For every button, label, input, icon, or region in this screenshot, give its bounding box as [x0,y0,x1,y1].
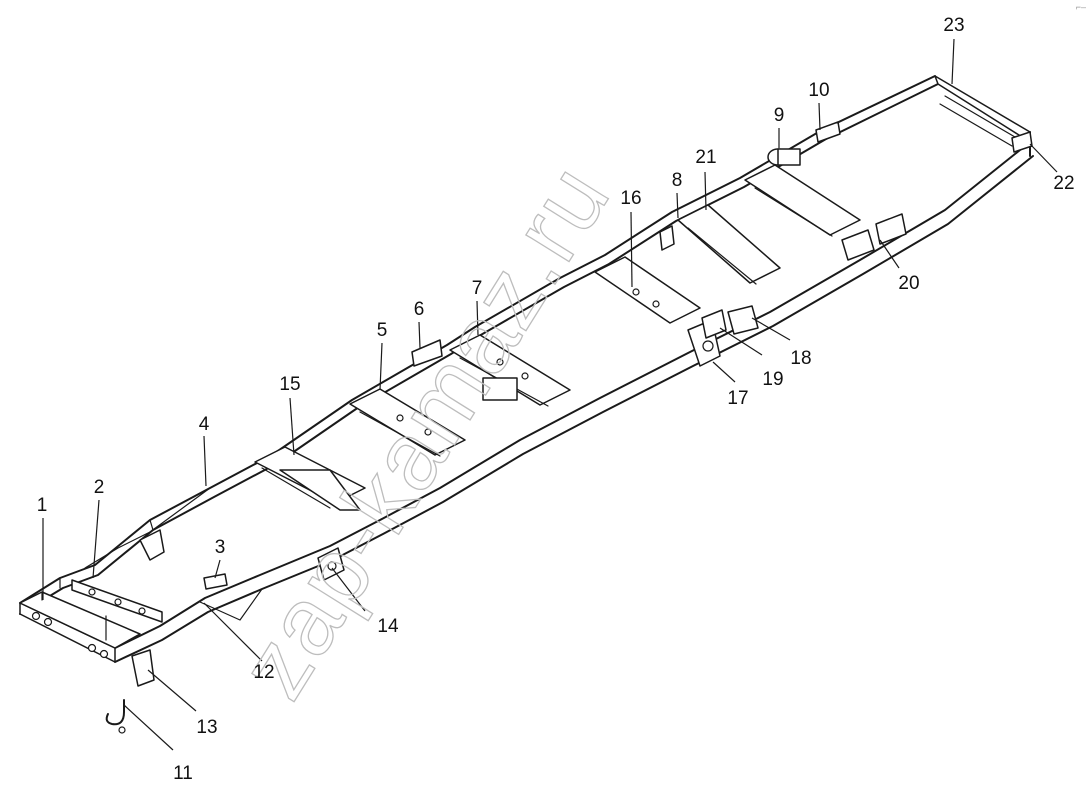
callout-4: 4 [199,414,210,435]
bracket-4 [139,529,165,561]
callout-15: 15 [279,374,300,395]
corner-mark: ⌐– [1075,2,1086,12]
callout-6: 6 [414,299,425,320]
callout-21: 21 [695,147,716,168]
front-cross-member [19,591,141,663]
cross-member-2 [71,579,163,623]
callout-14: 14 [377,616,399,637]
cylinder-9 [767,148,801,166]
callouts: 1 2 3 4 5 6 7 8 9 10 11 12 13 14 15 16 1… [37,15,1075,784]
cross-member-7 [449,334,571,407]
bracket-10 [815,121,841,143]
bracket-3 [203,573,228,590]
callout-1: 1 [37,495,48,516]
bracket-6 [411,339,443,367]
callout-17: 17 [727,388,748,409]
chassis-frame [19,75,1034,663]
tow-hook-11 [105,615,126,734]
callout-16: 16 [620,188,641,209]
cross-member-16 [594,256,701,324]
callout-2: 2 [94,477,105,498]
callout-8: 8 [672,170,683,191]
callout-5: 5 [377,320,388,341]
rear-end-cross-member [934,75,1031,147]
callout-20: 20 [898,273,919,294]
callout-18: 18 [790,348,811,369]
cross-member-21 [677,204,781,285]
watermark: zap-kamaz.ru [219,146,631,716]
bracket-18 [727,305,759,335]
callout-19: 19 [762,369,783,390]
bracket-8 [659,225,675,251]
left-side-member [19,75,939,615]
callout-3: 3 [215,537,226,558]
callout-11: 11 [173,763,193,784]
callout-10: 10 [808,80,829,101]
cross-member-5 [349,388,466,457]
bracket-19 [701,309,727,339]
bracket-14 [317,547,345,581]
bracket-13 [131,649,155,687]
callout-9: 9 [774,105,785,126]
bracket-20 [841,213,907,261]
callout-12: 12 [253,662,274,683]
small-parts [105,121,1033,734]
cross-member-rear [744,164,861,237]
right-side-member [114,131,1034,663]
callout-23: 23 [943,15,964,36]
callout-22: 22 [1053,173,1074,194]
leader-lines [42,38,1058,751]
callout-7: 7 [472,278,483,299]
callout-13: 13 [196,717,217,738]
cross-member-15 [254,446,366,511]
